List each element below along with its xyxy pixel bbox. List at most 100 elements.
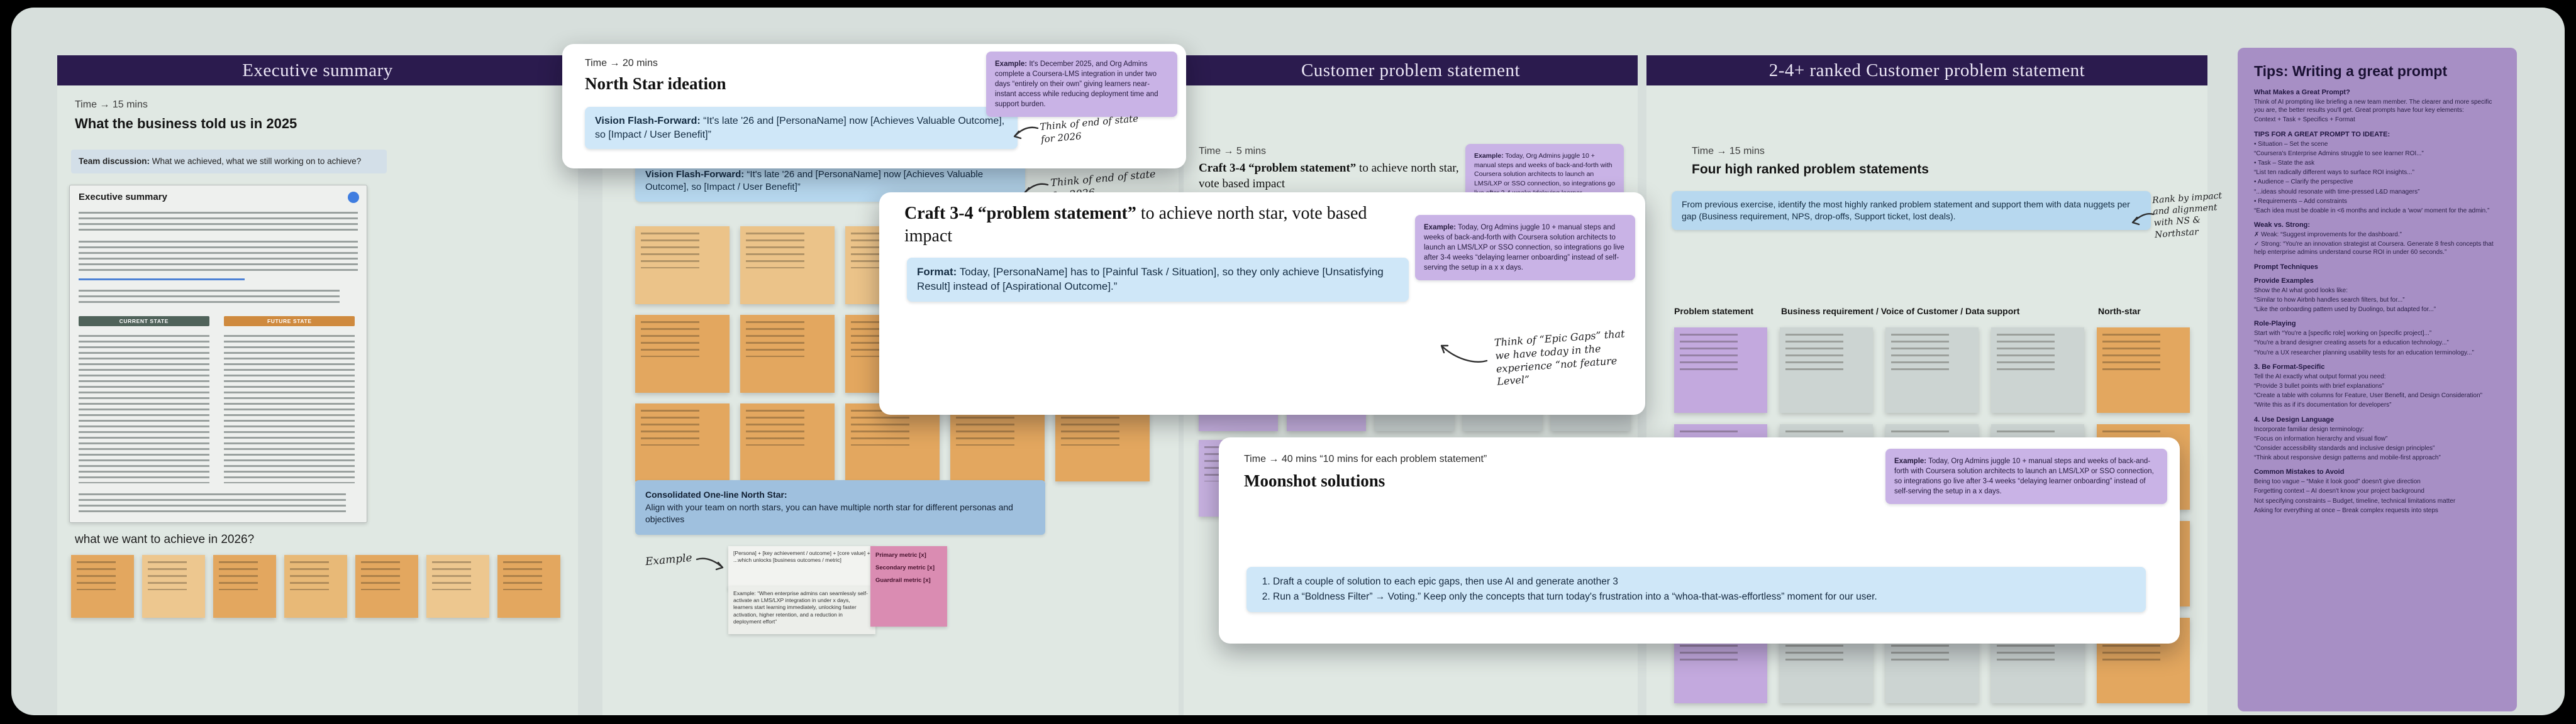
card-craft-problem-statement[interactable]: Craft 3-4 “problem statement” to achieve…: [879, 192, 1645, 415]
handwriting-rank: Rank by impact and alignment with NS & N…: [2151, 190, 2223, 240]
team-discussion-text: What we achieved, what we still working …: [150, 156, 362, 166]
tips-section-heading: TIPS FOR A GREAT PROMPT TO IDEATE:: [2254, 130, 2390, 138]
format-note[interactable]: Format: Today, [PersonaName] has to [Pai…: [907, 258, 1409, 302]
sticky-note[interactable]: [284, 555, 347, 618]
sticky-note[interactable]: [635, 315, 730, 393]
handwriting-end-state: Think of end of state for 2026: [1039, 112, 1139, 145]
sticky-note[interactable]: [635, 226, 730, 304]
sticky-note[interactable]: [1885, 327, 1979, 413]
consolidated-text: Align with your team on north stars, you…: [645, 502, 1013, 525]
sticky-note[interactable]: [355, 555, 418, 618]
moonshot-step: Draft a couple of solution to each epic …: [1273, 574, 2136, 590]
tips-line: Incorporate familiar design terminology:: [2254, 425, 2365, 433]
north-star-formula-note[interactable]: [Persona] + [key achievement / outcome] …: [728, 546, 875, 590]
vision-label: Vision Flash-Forward:: [595, 116, 701, 126]
tips-section-heading: Common Mistakes to Avoid: [2254, 468, 2345, 476]
team-discussion-note[interactable]: Team discussion: What we achieved, what …: [71, 150, 387, 173]
sticky-note[interactable]: [1991, 327, 2084, 413]
north-star-example-note[interactable]: Example: “When enterprise admins can sea…: [728, 586, 875, 634]
tips-section-heading: What Makes a Great Prompt?: [2254, 89, 2350, 96]
comment-badge-icon[interactable]: [348, 192, 359, 203]
card-moonshot-solutions[interactable]: Time → 40 mins “10 mins for each problem…: [1219, 437, 2180, 644]
executive-summary-document[interactable]: Executive summary CURRENT STATE FUTURE S…: [69, 185, 367, 523]
tips-line: • Audience – Clarify the perspective: [2254, 178, 2353, 186]
example-label: Example:: [1424, 224, 1457, 231]
sticky-note[interactable]: [740, 315, 835, 393]
tips-line: “Each idea must be doable in <6 months a…: [2254, 207, 2490, 214]
sticky-note[interactable]: [635, 403, 730, 481]
example-note-text: Example: “When enterprise admins can sea…: [733, 590, 868, 625]
example-note[interactable]: Example: It's December 2025, and Org Adm…: [986, 52, 1177, 118]
sticky-note[interactable]: [497, 555, 560, 618]
sticky-note[interactable]: [1674, 327, 1767, 413]
consolidated-north-star-note[interactable]: Consolidated One-line North Star: Align …: [635, 480, 1045, 535]
time-label: Time → 5 mins: [1199, 146, 1266, 156]
card-title: North Star ideation: [585, 74, 726, 93]
sticky-note[interactable]: [1780, 327, 1873, 413]
card-north-star-ideation[interactable]: Time → 20 mins North Star ideation Visio…: [562, 44, 1186, 168]
vision-text: “It's late '26 and [PersonaName] now [Ac…: [595, 116, 1005, 140]
tips-panel[interactable]: Tips: Writing a great prompt What Makes …: [2238, 48, 2517, 711]
tips-section-heading: Provide Examples: [2254, 277, 2314, 285]
tips-line: “Think about responsive design patterns …: [2254, 454, 2441, 462]
moonshot-instructions-note[interactable]: Draft a couple of solution to each epic …: [1246, 567, 2146, 613]
time-label: Time → 20 mins: [585, 58, 658, 69]
tips-line: “Similar to how Airbnb handles search fi…: [2254, 296, 2405, 304]
tips-line: Asking for everything at once – Break co…: [2254, 507, 2438, 514]
tips-line: Tell the AI exactly what output format y…: [2254, 373, 2386, 380]
time-label: Time → 15 mins: [1692, 146, 1765, 156]
example-note[interactable]: Example: Today, Org Admins juggle 10 + m…: [1885, 449, 2167, 505]
frame-header-customer-problem[interactable]: Customer problem statement: [1184, 55, 1638, 85]
example-text: It's December 2025, and Org Admins compl…: [995, 60, 1158, 109]
column-header-north-star: North-star: [2098, 306, 2141, 316]
time-label: Time → 40 mins “10 mins for each problem…: [1244, 454, 1487, 464]
instruction-note[interactable]: From previous exercise, identify the mos…: [1672, 191, 2151, 230]
example-text: Today, Org Admins juggle 10 + manual ste…: [1424, 224, 1624, 272]
frame-title: 2-4+ ranked Customer problem statement: [1768, 60, 2085, 80]
tips-line: Show the AI what good looks like:: [2254, 287, 2348, 294]
sticky-note[interactable]: [740, 226, 835, 304]
card-heading: Craft 3-4 “problem statement” to achieve…: [904, 202, 1401, 248]
format-label: Format:: [917, 266, 957, 278]
vision-flash-forward-note[interactable]: Vision Flash-Forward: “It's late '26 and…: [585, 107, 1018, 150]
sticky-note[interactable]: [845, 403, 940, 481]
handwriting-example: Example: [645, 551, 693, 569]
sticky-note[interactable]: [213, 555, 276, 618]
pink-note[interactable]: Primary metric [x]Secondary metric [x]Gu…: [870, 546, 947, 627]
section-heading: Craft 3-4 “problem statement” to achieve…: [1199, 161, 1459, 192]
tips-line: “List ten radically different ways to su…: [2254, 169, 2414, 177]
question-text: what we want to achieve in 2026?: [75, 533, 255, 546]
moonshot-steps: Draft a couple of solution to each epic …: [1257, 574, 2136, 605]
sticky-note[interactable]: [740, 403, 835, 481]
tips-section-heading: Prompt Techniques: [2254, 263, 2318, 271]
sticky-note[interactable]: [71, 555, 134, 618]
instruction-text: From previous exercise, identify the mos…: [1682, 199, 2130, 221]
document-title: Executive summary: [79, 192, 167, 202]
example-note[interactable]: Example: Today, Org Admins juggle 10 + m…: [1415, 215, 1635, 281]
tips-body: What Makes a Great Prompt?Think of AI pr…: [2254, 89, 2501, 515]
frame-executive-summary[interactable]: Executive summary Time → 15 mins What th…: [57, 55, 578, 715]
section-heading: Four high ranked problem statements: [1692, 162, 1929, 177]
column-header-problem-statement: Problem statement: [1674, 306, 1754, 316]
format-text: Today, [PersonaName] has to [Painful Tas…: [917, 266, 1384, 292]
sticky-note[interactable]: [426, 555, 489, 618]
sticky-note[interactable]: [142, 555, 205, 618]
document-column-right: [224, 335, 355, 483]
annotation-arrow: [1440, 344, 1488, 363]
document-link-line: [79, 278, 245, 284]
section-heading: What the business told us in 2025: [75, 116, 297, 131]
sticky-note[interactable]: [1055, 403, 1150, 481]
frame-title: Customer problem statement: [1301, 60, 1521, 80]
example-label: Example:: [995, 60, 1028, 68]
whiteboard-canvas[interactable]: Executive summary Time → 15 mins What th…: [11, 8, 2565, 715]
tips-line: “...ideas should resonate with time-pres…: [2254, 188, 2420, 195]
frame-header-executive-summary[interactable]: Executive summary: [57, 55, 578, 85]
document-paragraph: [79, 493, 346, 512]
handwriting-epic-gaps: Think of “Epic Gaps” that we have today …: [1494, 327, 1626, 388]
sticky-note[interactable]: [950, 403, 1045, 481]
document-paragraph: [79, 241, 358, 271]
tips-line: ✓ Strong: “You're an innovation strategi…: [2254, 241, 2494, 256]
sticky-note[interactable]: [2097, 327, 2190, 413]
frame-header-ranked[interactable]: 2-4+ ranked Customer problem statement: [1646, 55, 2207, 85]
card-title: Moonshot solutions: [1244, 471, 1385, 490]
